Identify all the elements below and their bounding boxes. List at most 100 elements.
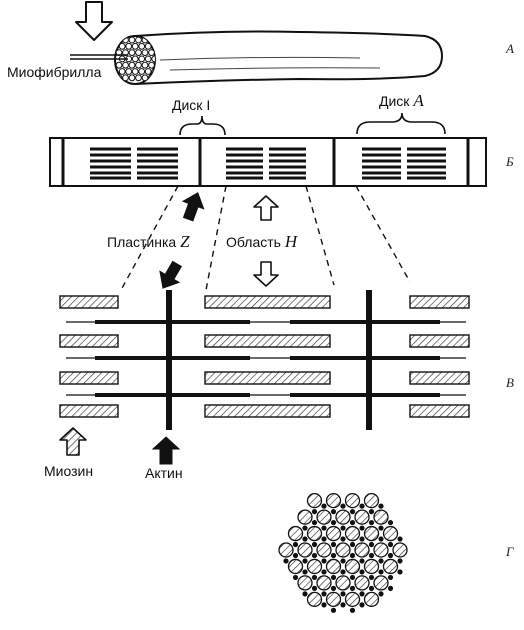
myosin-label: Миозин xyxy=(44,463,93,479)
myosin-cross-section xyxy=(335,575,351,591)
actin-cross-section xyxy=(368,585,375,591)
h-zone-up-arrow-icon xyxy=(253,195,279,221)
myosin-cross-section xyxy=(335,509,351,525)
myosin-cross-section xyxy=(354,575,370,591)
fibril-circle xyxy=(131,55,139,63)
actin-cross-section xyxy=(330,607,337,613)
myosin-filament xyxy=(204,295,331,309)
actin-cross-section xyxy=(349,509,356,515)
myosin-cross-section xyxy=(306,492,323,509)
myosin-cross-section xyxy=(297,575,313,591)
actin-cross-section xyxy=(387,574,394,581)
fibril-circle xyxy=(115,61,123,69)
fibril-circle xyxy=(135,36,142,44)
fibril-circle xyxy=(131,42,139,50)
actin-cross-section xyxy=(321,591,327,597)
actin-cross-section xyxy=(302,558,308,564)
actin-cross-section xyxy=(321,602,327,608)
myosin-filament xyxy=(59,371,119,385)
myosin-filament xyxy=(59,295,119,309)
myosin-filament xyxy=(409,371,470,385)
cross-section-panel: Г xyxy=(278,492,514,613)
z-plate-up-arrow-icon xyxy=(181,192,205,222)
actin-cross-section xyxy=(387,585,394,591)
actin-cross-section xyxy=(330,509,337,515)
fibril-circle xyxy=(128,36,136,44)
fibril-circle xyxy=(122,61,129,69)
actin-cross-section xyxy=(378,503,384,509)
actin-cross-section xyxy=(283,558,289,564)
fibril-circle xyxy=(131,68,139,75)
actin-cross-section xyxy=(340,536,346,542)
panel-label-v: В xyxy=(506,375,514,390)
myosin-cross-section xyxy=(363,525,380,542)
actin-cross-section xyxy=(359,503,365,509)
actin-cross-section xyxy=(292,574,299,581)
actin-cross-section xyxy=(340,503,346,509)
actin-cross-section xyxy=(330,519,337,526)
fibril-circle xyxy=(141,49,149,56)
fibril-circle xyxy=(118,68,126,75)
actin-cross-section xyxy=(311,574,318,581)
actin-cross-section xyxy=(359,558,365,564)
actin-cross-section xyxy=(330,585,337,591)
myofibril-label: Миофибрилла xyxy=(7,64,102,80)
myosin-cross-section xyxy=(316,509,332,525)
fibril-circle xyxy=(138,42,146,50)
actin-cross-section xyxy=(359,536,365,542)
panel-label-b: Б xyxy=(505,154,514,169)
myosin-cross-section xyxy=(344,525,361,542)
projection-lines xyxy=(120,185,411,291)
fibril-circle xyxy=(148,61,155,69)
actin-label: Актин xyxy=(145,465,183,481)
myosin-filament xyxy=(204,404,331,418)
h-zone-down-arrow-icon xyxy=(253,261,279,287)
fibril-circle xyxy=(125,68,133,75)
myosin-cross-section xyxy=(382,525,399,542)
actin-cross-section xyxy=(378,525,384,531)
panel-label-a: А xyxy=(505,41,514,56)
myosin-cross-section xyxy=(297,509,313,525)
disc-a-brace xyxy=(356,112,446,135)
myosin-cross-section xyxy=(316,542,332,558)
actin-cross-section xyxy=(359,569,365,575)
annotation-arrows: Пластинка Z Область H xyxy=(107,192,299,289)
filament-lattice xyxy=(59,290,470,430)
myosin-cross-section xyxy=(344,558,361,575)
myosin-cross-section xyxy=(306,558,323,575)
actin-cross-section xyxy=(311,585,318,591)
myosin-cross-section xyxy=(373,509,389,525)
actin-cross-section xyxy=(311,541,318,548)
actin-arrow-icon xyxy=(151,436,181,465)
fibril-circle xyxy=(144,68,152,75)
actin-cross-section xyxy=(302,569,308,575)
z-plate-down-arrow-icon xyxy=(159,260,183,289)
fibril-circle xyxy=(122,74,129,82)
myosin-cross-section xyxy=(306,591,323,608)
actin-cross-section xyxy=(368,541,375,548)
fibril-circle xyxy=(141,74,149,82)
myosin-cross-section xyxy=(392,542,408,558)
actin-cross-section xyxy=(378,569,384,575)
actin-cross-section xyxy=(368,552,375,559)
myosin-cross-section xyxy=(363,492,380,509)
fibril-circle xyxy=(138,68,146,75)
myosin-arrow-icon xyxy=(59,427,87,456)
actin-cross-section xyxy=(378,536,384,542)
actin-cross-section xyxy=(368,509,375,515)
actin-cross-section xyxy=(368,574,375,581)
fibril-circle xyxy=(128,61,136,69)
actin-cross-section xyxy=(321,536,327,542)
actin-cross-section xyxy=(292,552,299,559)
myosin-cross-section xyxy=(325,492,342,509)
myosin-filament xyxy=(59,404,119,418)
myosin-cross-section xyxy=(325,558,342,575)
actin-cross-section xyxy=(321,558,327,564)
myosin-filament xyxy=(409,334,470,348)
strip-bands xyxy=(61,138,470,186)
myosin-filament xyxy=(409,404,470,418)
myosin-filament xyxy=(409,295,470,309)
actin-cross-section xyxy=(349,585,356,591)
myosin-cross-section xyxy=(363,591,380,608)
actin-cross-section xyxy=(330,541,337,548)
